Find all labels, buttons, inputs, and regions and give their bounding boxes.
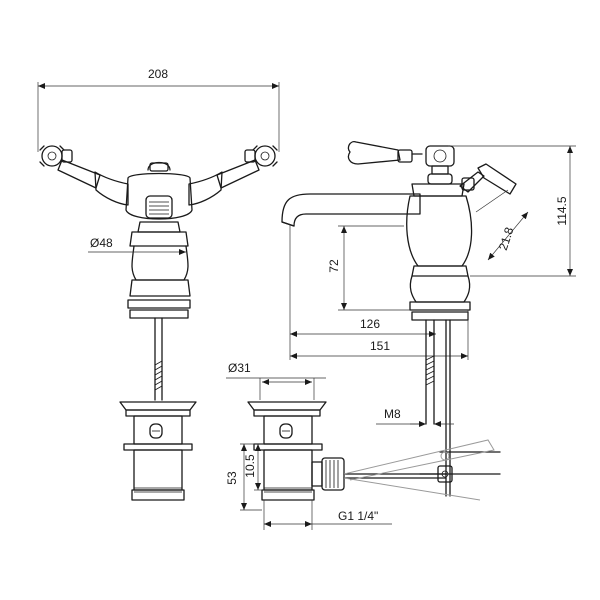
dim-waste-thread: G1 1/4" [338,509,378,523]
dim-waste-length: 53 [225,471,239,485]
left-arm [94,171,129,206]
side-rod [425,319,435,425]
dim-line-lever [487,211,529,261]
front-waste [119,401,197,501]
side-lever [347,141,423,165]
dim-waste-diameter: Ø31 [228,361,251,375]
popup-linkage [343,439,501,501]
side-view: 114.5 21.8 72 126 151 M8 [281,141,576,497]
dim-overall-width: 208 [148,67,168,81]
dim-body-diameter: Ø48 [90,236,113,250]
dim-overall-height: 114.5 [555,196,569,225]
front-rod [154,317,163,401]
popup-lever [459,163,517,195]
dim-spout-projection-outer: 151 [370,339,390,353]
left-handle [39,145,101,189]
front-view: 208 [37,67,280,501]
right-arm [188,171,223,206]
right-handle [216,145,278,189]
dim-spout-projection-inner: 126 [360,317,380,331]
front-body [125,161,193,319]
waste-detail: Ø31 53 10.5 G1 1/4" [225,361,447,530]
side-spout [281,193,421,227]
side-body [406,183,473,321]
dim-spout-height: 72 [327,259,341,273]
side-knob [425,145,455,185]
dim-waste-offset: 10.5 [243,454,257,478]
dim-rod-thread: M8 [384,407,401,421]
dim-lever-offset: 21.8 [496,225,517,252]
